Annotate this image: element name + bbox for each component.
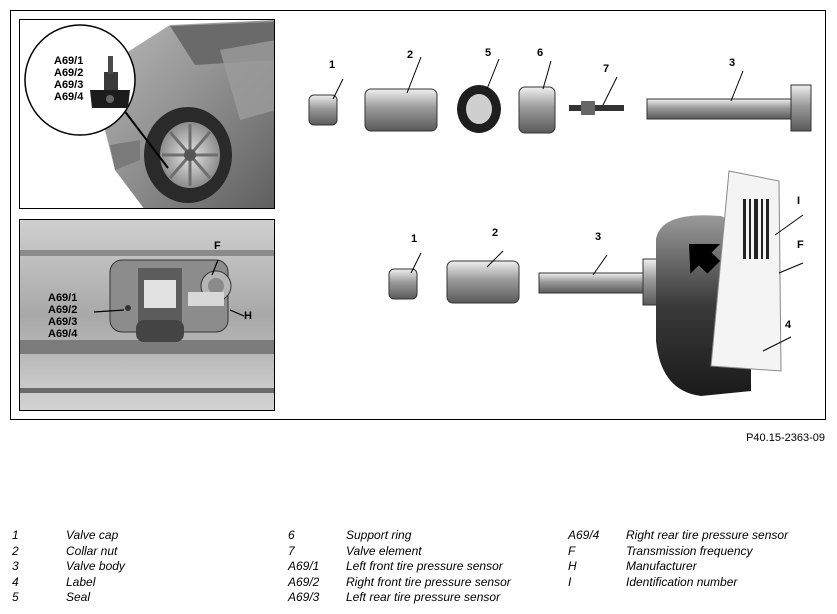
- upper-valve-cap: [308, 94, 338, 126]
- callout-lower-i: I: [797, 195, 801, 207]
- legend-text: Support ring: [346, 528, 412, 542]
- legend-text: Left front tire pressure sensor: [346, 559, 503, 573]
- legend-key: I: [568, 574, 572, 589]
- legend-text: Right front tire pressure sensor: [346, 574, 511, 589]
- legend-key: 6: [288, 528, 295, 542]
- legend-key: A69/2: [288, 574, 320, 589]
- legend-key: 5: [12, 590, 19, 604]
- legend-column-1: 1 Valve cap 2 Collar nut 3 Valve body 4 Labe…: [12, 528, 272, 606]
- inset-top-label-a694: A69/4: [54, 91, 84, 103]
- legend-row: A69/2 Right front tire pressure sensor: [288, 575, 558, 591]
- illustration-frame: A69/1 A69/2 A69/3 A69/4: [10, 10, 826, 420]
- legend-text: Label: [66, 574, 96, 589]
- upper-collar-nut: [364, 88, 438, 132]
- legend-row: F Transmission frequency: [568, 544, 828, 560]
- callout-upper-7: 7: [603, 63, 610, 75]
- legend-text: Valve element: [346, 543, 422, 558]
- legend-text: Valve body: [66, 559, 125, 573]
- legend-key: 4: [12, 574, 19, 589]
- legend-row: 2 Collar nut: [12, 544, 272, 560]
- legend-text: Collar nut: [66, 543, 118, 558]
- inset-bottom-label-a692: A69/2: [48, 304, 78, 316]
- legend-column-3: A69/4 Right rear tire pressure sensor F Tr…: [568, 528, 828, 590]
- legend-key: H: [568, 559, 577, 573]
- legend-key: 3: [12, 559, 19, 573]
- legend-column-2: 6 Support ring 7 Valve element A69/1 Left f…: [288, 528, 558, 606]
- exploded-parts-diagram: [308, 56, 812, 396]
- callout-upper-1: 1: [329, 59, 336, 71]
- legend-row: 5 Seal: [12, 590, 272, 606]
- legend-text: Valve cap: [66, 528, 119, 542]
- upper-seal: [457, 85, 501, 133]
- legend-text: Left rear tire pressure sensor: [346, 590, 501, 604]
- legend-row: 1 Valve cap: [12, 528, 272, 544]
- callout-upper-5: 5: [485, 47, 492, 59]
- legend-row: 4 Label: [12, 575, 272, 591]
- upper-valve-body: [646, 84, 812, 132]
- callout-upper-3: 3: [729, 57, 736, 69]
- legend-text: Transmission frequency: [626, 543, 753, 558]
- sensor-inset: F H A69/1 A69/2 A69/3 A69/4: [19, 219, 275, 411]
- inset-bottom-label-a694: A69/4: [48, 328, 78, 340]
- sensor-label: [710, 170, 782, 372]
- callout-lower-2: 2: [492, 227, 499, 239]
- legend-key: A69/3: [288, 590, 320, 604]
- legend-row: A69/1 Left front tire pressure sensor: [288, 559, 558, 575]
- legend-text: Seal: [66, 590, 91, 604]
- lower-valve-cap: [388, 268, 418, 300]
- upper-support-ring: [518, 86, 556, 134]
- car-inset: A69/1 A69/2 A69/3 A69/4: [19, 19, 275, 209]
- inset-top-label-a691: A69/1: [54, 55, 84, 67]
- legend-text: Right rear tire pressure sensor: [626, 528, 789, 542]
- inset-bottom-label-a691: A69/1: [48, 292, 78, 304]
- legend-key: A69/4: [568, 528, 600, 542]
- legend-row: H Manufacturer: [568, 559, 828, 575]
- callout-upper-2: 2: [407, 49, 414, 61]
- car-illustration: [20, 20, 274, 208]
- callout-upper-6: 6: [537, 47, 544, 59]
- callout-lower-1: 1: [411, 233, 418, 245]
- lower-collar-nut: [446, 260, 520, 304]
- figure-reference: P40.15-2363-09: [746, 432, 825, 444]
- legend-key: 1: [12, 528, 19, 542]
- legend-key: 7: [288, 543, 295, 558]
- legend-row: A69/4 Right rear tire pressure sensor: [568, 528, 828, 544]
- sensor-on-rim-illustration: [20, 220, 274, 410]
- lower-valve-body: [538, 258, 672, 306]
- inset-bottom-callout-f: F: [214, 240, 221, 252]
- upper-valve-element: [569, 101, 624, 115]
- legend-text: Identification number: [626, 574, 738, 589]
- arrow-indicator: [688, 243, 721, 274]
- inset-top-label-a692: A69/2: [54, 67, 84, 79]
- callout-lower-3: 3: [595, 231, 602, 243]
- legend-row: I Identification number: [568, 575, 828, 591]
- legend-text: Manufacturer: [626, 559, 697, 573]
- legend-key: F: [568, 543, 576, 558]
- legend-key: A69/1: [288, 559, 320, 573]
- inset-top-label-a693: A69/3: [54, 79, 84, 91]
- legend-row: 6 Support ring: [288, 528, 558, 544]
- legend-key: 2: [12, 543, 19, 558]
- inset-bottom-label-a693: A69/3: [48, 316, 78, 328]
- legend-row: 7 Valve element: [288, 544, 558, 560]
- legend-row: A69/3 Left rear tire pressure sensor: [288, 590, 558, 606]
- callout-lower-f: F: [797, 239, 804, 251]
- legend-row: 3 Valve body: [12, 559, 272, 575]
- callout-lower-4: 4: [785, 319, 792, 331]
- inset-bottom-callout-h: H: [244, 310, 252, 322]
